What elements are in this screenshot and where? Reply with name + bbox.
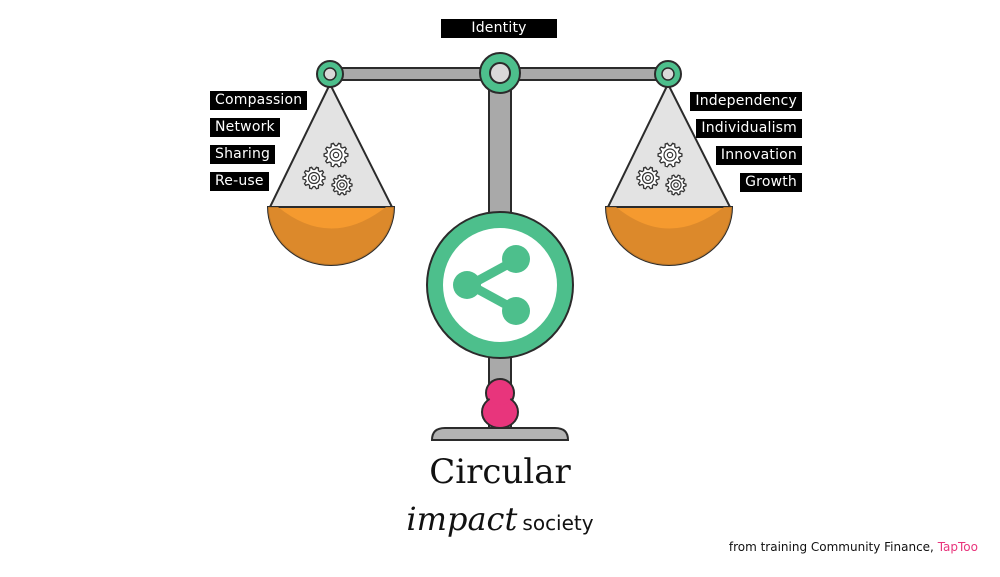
gear-icon-group-left [302,142,353,196]
gear-icon-group-right [636,142,687,196]
title-impact: impact [406,500,518,538]
right-label-individualism: Individualism [696,119,802,138]
credit-brand: TapToo [937,540,978,554]
title-society: society [522,511,594,535]
share-icon [426,211,574,359]
center-pivot [479,52,521,94]
gear-icon [665,174,687,196]
gear-icon [657,142,683,168]
right-label-growth: Growth [740,173,802,192]
title-circular: Circular [429,452,571,492]
identity-label: Identity [441,19,557,38]
gear-icon [323,142,349,168]
right-label-innovation: Innovation [715,146,802,165]
scale-base [430,427,570,441]
title-subline: impact society [0,500,1000,538]
pink-knob [481,378,519,429]
credit-text: from training Community Finance, [728,540,934,554]
left-label-compassion: Compassion [210,91,308,110]
left-label-network: Network [210,118,280,137]
gear-icon [302,166,326,190]
gear-icon [636,166,660,190]
left-label-reuse: Re-use [210,172,269,191]
left-label-sharing: Sharing [210,145,276,164]
credit-line: from training Community Finance, TapToo [729,540,978,554]
right-label-independency: Independency [690,92,802,111]
gear-icon [331,174,353,196]
